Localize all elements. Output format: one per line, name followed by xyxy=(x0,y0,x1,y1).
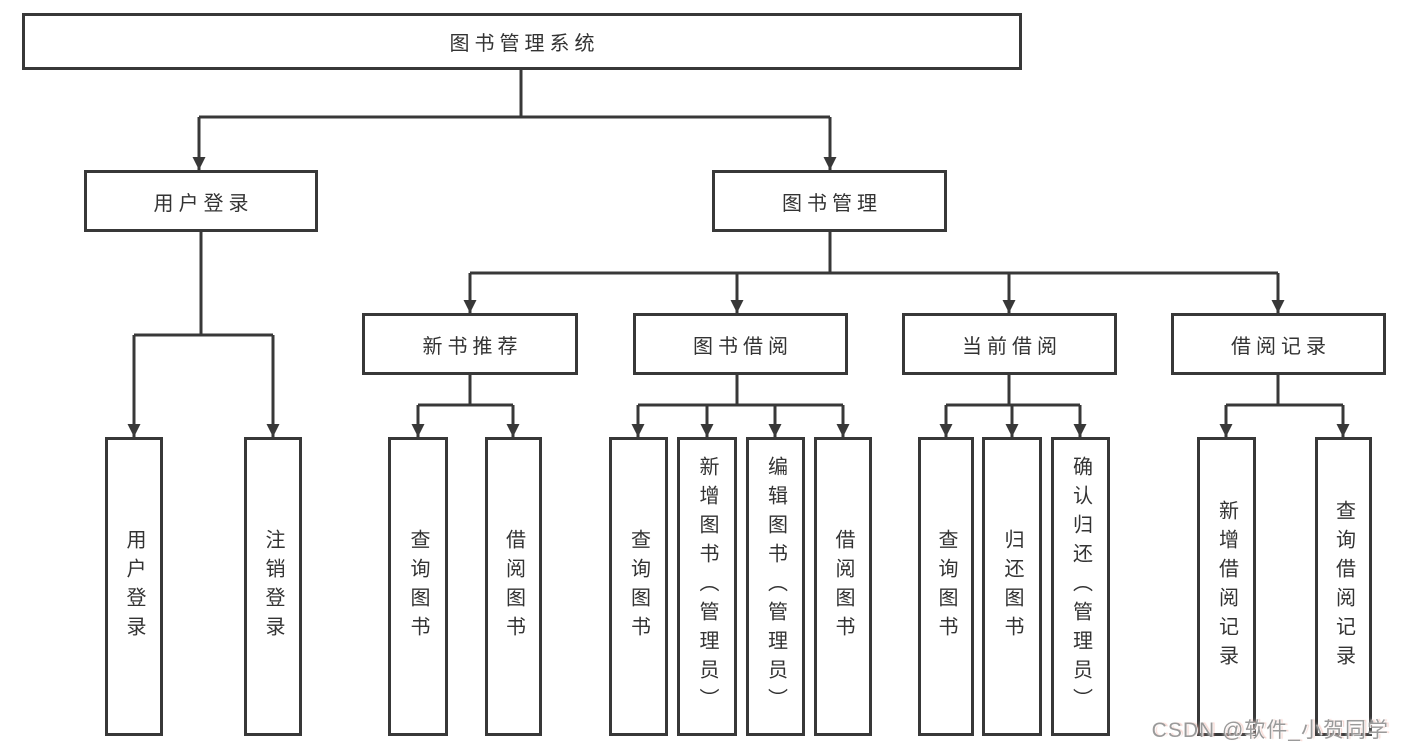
leaf-logout: 注销登录 xyxy=(244,437,302,736)
leaf-query-book-2: 查询图书 xyxy=(609,437,668,736)
node-root: 图书管理系统 xyxy=(22,13,1022,70)
leaf-confirm-return-admin: 确认归还（管理员） xyxy=(1051,437,1110,736)
leaf-query-book-1: 查询图书 xyxy=(388,437,448,736)
leaf-add-book-admin: 新增图书（管理员） xyxy=(677,437,737,736)
node-user-login: 用户登录 xyxy=(84,170,318,232)
leaf-return-book: 归还图书 xyxy=(982,437,1042,736)
node-book-management: 图书管理 xyxy=(712,170,947,232)
leaf-query-book-3: 查询图书 xyxy=(918,437,974,736)
leaf-borrow-book-2: 借阅图书 xyxy=(814,437,872,736)
node-new-book-recommend: 新书推荐 xyxy=(362,313,578,375)
leaf-query-borrow-record: 查询借阅记录 xyxy=(1315,437,1372,736)
node-current-borrow: 当前借阅 xyxy=(902,313,1117,375)
leaf-user-login: 用户登录 xyxy=(105,437,163,736)
node-borrow-record: 借阅记录 xyxy=(1171,313,1386,375)
leaf-add-borrow-record: 新增借阅记录 xyxy=(1197,437,1256,736)
csdn-watermark: CSDN @软件_小贺同学 xyxy=(1151,719,1389,742)
node-book-borrow: 图书借阅 xyxy=(633,313,848,375)
leaf-borrow-book-1: 借阅图书 xyxy=(485,437,542,736)
leaf-edit-book-admin: 编辑图书（管理员） xyxy=(746,437,805,736)
